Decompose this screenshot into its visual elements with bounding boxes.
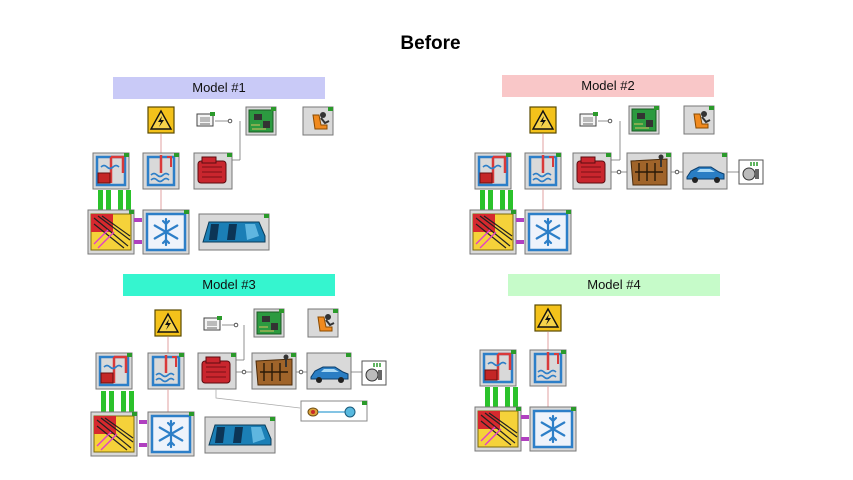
model-4-diagram: [474, 304, 578, 453]
heat-exchanger-icon[interactable]: [469, 209, 517, 255]
heat-exchanger-icon[interactable]: [90, 411, 138, 457]
gearbox-icon[interactable]: [251, 352, 297, 390]
engine-icon[interactable]: [193, 152, 233, 190]
heat-exchanger-icon[interactable]: [474, 406, 522, 452]
model-1-diagram: [87, 106, 334, 256]
circuit-board-icon[interactable]: [253, 308, 285, 338]
hvac-snowflake-icon[interactable]: [528, 405, 578, 453]
wheel-icon[interactable]: [738, 159, 764, 185]
coolant-tank-icon[interactable]: [528, 348, 568, 388]
car-icon[interactable]: [306, 352, 352, 390]
driver-seat-icon[interactable]: [302, 106, 334, 136]
car-icon[interactable]: [682, 152, 728, 190]
sensor-link-icon[interactable]: [300, 400, 368, 422]
wheel-icon[interactable]: [361, 360, 387, 386]
hvac-snowflake-icon[interactable]: [146, 410, 196, 458]
hvac-snowflake-icon[interactable]: [141, 208, 191, 256]
model-1-label[interactable]: Model #1: [113, 77, 325, 99]
model-3-diagram: [90, 308, 387, 458]
high-voltage-warning-icon[interactable]: [534, 304, 562, 332]
driver-seat-icon[interactable]: [683, 105, 715, 135]
page-title: Before: [400, 33, 461, 54]
coolant-loop-icon[interactable]: [473, 151, 513, 191]
coolant-tank-icon[interactable]: [146, 351, 186, 391]
gearbox-icon[interactable]: [626, 152, 672, 190]
high-voltage-warning-icon[interactable]: [154, 309, 182, 337]
engine-icon[interactable]: [197, 352, 237, 390]
high-voltage-warning-icon[interactable]: [529, 106, 557, 134]
coolant-tank-icon[interactable]: [523, 151, 563, 191]
hvac-snowflake-icon[interactable]: [523, 208, 573, 256]
model-3-label[interactable]: Model #3: [123, 274, 335, 296]
driver-seat-icon[interactable]: [307, 308, 339, 338]
heat-exchanger-icon[interactable]: [87, 209, 135, 255]
cabin-icon[interactable]: [198, 213, 270, 251]
circuit-board-icon[interactable]: [628, 105, 660, 135]
cabin-icon[interactable]: [204, 416, 276, 454]
model-2-diagram: [469, 105, 764, 256]
circuit-board-icon[interactable]: [245, 106, 277, 136]
coolant-loop-icon[interactable]: [478, 348, 518, 388]
controller-block-icon[interactable]: [579, 111, 599, 127]
coolant-tank-icon[interactable]: [141, 151, 181, 191]
engine-icon[interactable]: [572, 152, 612, 190]
model-2-label[interactable]: Model #2: [502, 75, 714, 97]
controller-block-icon[interactable]: [196, 111, 216, 127]
coolant-loop-icon[interactable]: [94, 351, 134, 391]
model-4-label[interactable]: Model #4: [508, 274, 720, 296]
coolant-loop-icon[interactable]: [91, 151, 131, 191]
high-voltage-warning-icon[interactable]: [147, 106, 175, 134]
controller-block-icon[interactable]: [203, 315, 223, 331]
